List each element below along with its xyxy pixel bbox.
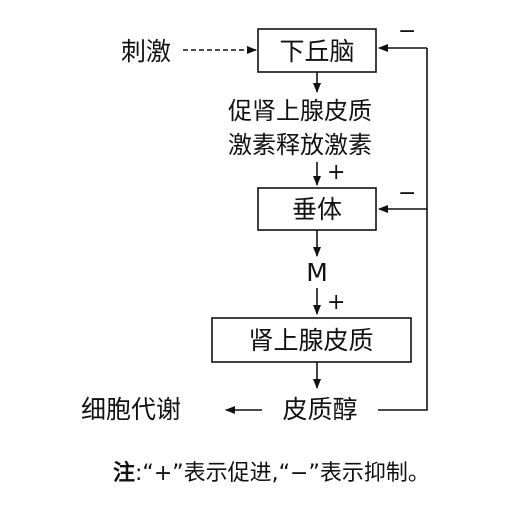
stimulus-label: 刺激	[121, 37, 171, 66]
diagram-note: 注:“+”表示促进,“−”表示抑制。	[113, 455, 503, 487]
adrenal-cortex-label: 肾上腺皮质	[248, 326, 373, 355]
note-text: :“+”表示促进,“−”表示抑制。	[135, 461, 430, 486]
cortisol-label: 皮质醇	[282, 395, 357, 424]
pituitary-label: 垂体	[292, 195, 342, 224]
m-label: M	[306, 258, 328, 287]
cell-metabolism-label: 细胞代谢	[81, 395, 181, 424]
hypothalamus-minus-sign: −	[398, 19, 416, 44]
hypothalamus-label: 下丘脑	[279, 37, 354, 66]
crh-plus-sign: +	[327, 160, 345, 185]
m-plus-sign: +	[327, 290, 345, 315]
pituitary-box	[257, 187, 377, 231]
pituitary-minus-sign: −	[398, 181, 416, 206]
crh-label-line2: 激素释放激素	[228, 131, 372, 159]
note-label: 注	[113, 461, 136, 486]
feedback-loop-line	[378, 48, 428, 411]
adrenal-cortex-box	[211, 317, 412, 363]
crh-label-line1: 促肾上腺皮质	[228, 97, 372, 125]
